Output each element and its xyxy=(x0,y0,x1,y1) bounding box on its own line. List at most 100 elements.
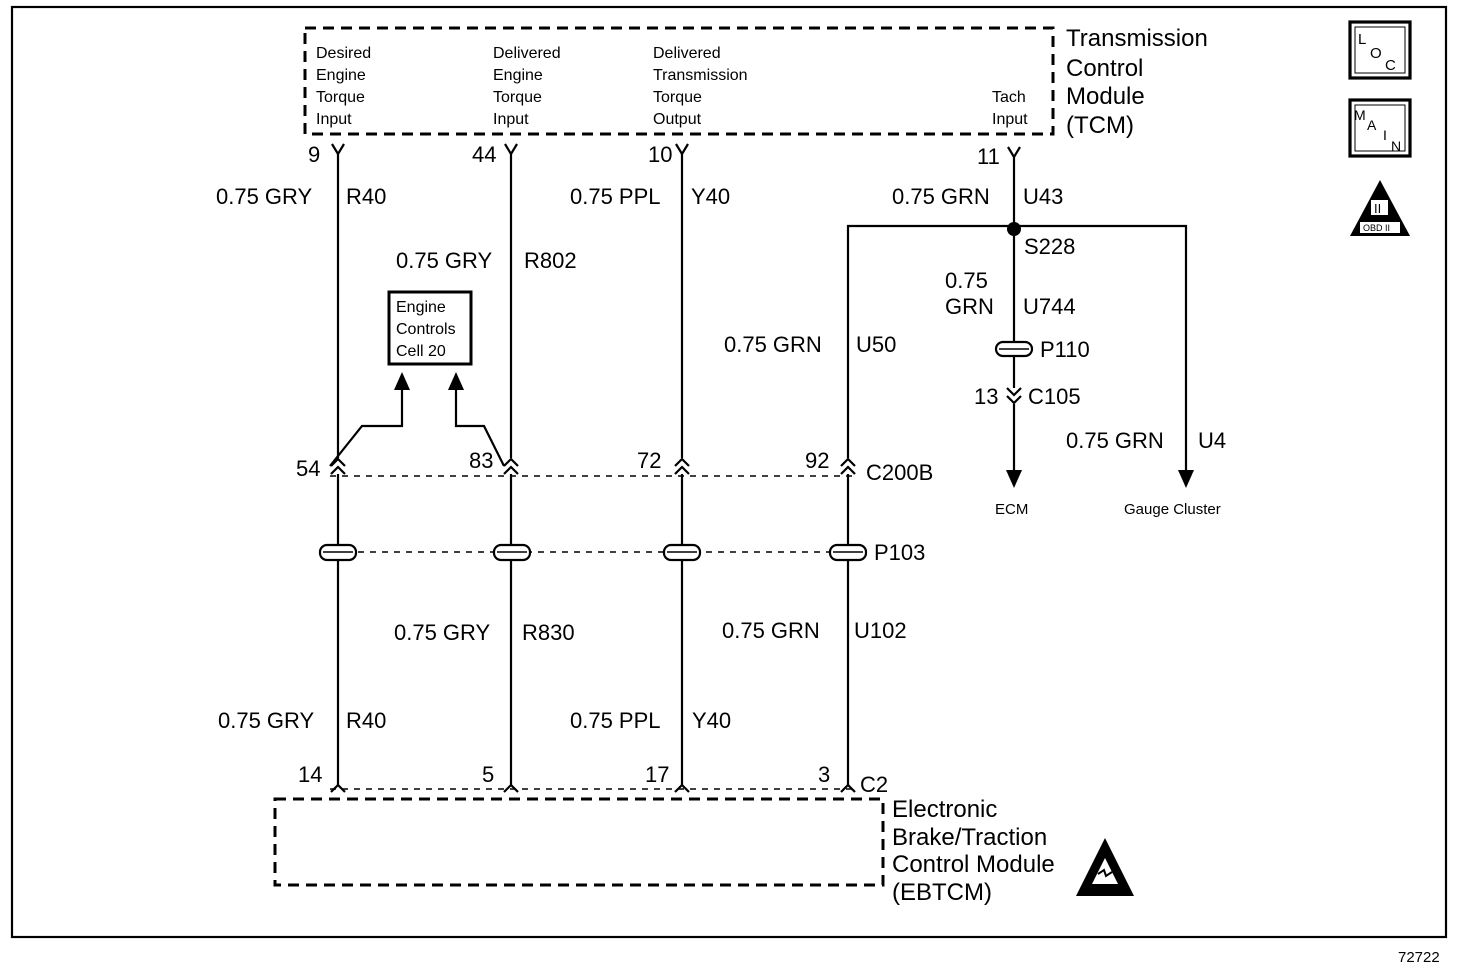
wire-u43-circuit: U43 xyxy=(1023,184,1063,209)
loc-letter: C xyxy=(1385,57,1396,74)
wire-y40-top-circuit: Y40 xyxy=(691,184,730,209)
c2-pin-14: 14 xyxy=(298,762,322,787)
c200b-chevrons xyxy=(330,457,856,475)
arrowheads xyxy=(394,372,1194,488)
c2-pin-5: 5 xyxy=(482,762,494,787)
p103-label: P103 xyxy=(874,540,925,565)
engine-controls-box xyxy=(387,290,473,366)
s228-label: S228 xyxy=(1024,234,1075,259)
tcm-input-delivered-engine: Delivered Engine Torque Input xyxy=(493,45,561,128)
p103-plugs xyxy=(318,543,868,562)
main-letter: M xyxy=(1354,107,1366,123)
input-label: Torque xyxy=(493,89,542,106)
esd-warning-icon xyxy=(1076,838,1134,896)
tcm-title-line-4: (TCM) xyxy=(1066,112,1134,139)
tcm-pin-9: 9 xyxy=(308,142,320,167)
wire-r802-circuit: R802 xyxy=(524,248,577,273)
gauge-cluster-label: Gauge Cluster xyxy=(1124,501,1221,518)
p110-label: P110 xyxy=(1040,337,1090,362)
main-letter: A xyxy=(1367,117,1377,133)
wire-u50-gauge: 0.75 GRN xyxy=(724,332,822,357)
tcm-title-line-2: Control xyxy=(1066,55,1143,82)
loc-letter: L xyxy=(1358,31,1366,48)
c105-label: C105 xyxy=(1028,384,1081,409)
tcm-pin-44: 44 xyxy=(472,142,496,167)
wire-r40-bot-circuit: R40 xyxy=(346,708,386,733)
wire-paths xyxy=(329,154,1188,786)
wire-u50-circuit: U50 xyxy=(856,332,896,357)
tcm-input-desired: Desired Engine Torque Input xyxy=(316,45,371,128)
arrow-up-icon xyxy=(448,372,464,390)
ebtcm-title-line-2: Brake/Traction xyxy=(892,824,1047,851)
tcm-terminals xyxy=(331,143,1021,160)
wire-u744-color: GRN xyxy=(945,294,994,319)
wire-y40-top-gauge: 0.75 PPL xyxy=(570,184,661,209)
wire-r40-bot-gauge: 0.75 GRY xyxy=(218,708,315,733)
input-label: Output xyxy=(653,111,702,128)
diagram-border xyxy=(10,5,1448,939)
engine-box-line-2: Controls xyxy=(396,321,456,338)
input-label: Input xyxy=(316,111,352,128)
obd-bottom-text: OBD II xyxy=(1363,223,1390,233)
tcm-box xyxy=(303,26,1055,136)
wire-u4-gauge: 0.75 GRN xyxy=(1066,428,1164,453)
wire-u744-circuit: U744 xyxy=(1023,294,1076,319)
p110-plug xyxy=(994,340,1034,358)
wire-u102-gauge: 0.75 GRN xyxy=(722,618,820,643)
ebtcm-title-line-1: Electronic xyxy=(892,796,997,823)
wire-u4-circuit: U4 xyxy=(1198,428,1226,453)
input-label: Input xyxy=(493,111,529,128)
input-label: Engine xyxy=(493,67,543,84)
tcm-input-tach: Tach Input xyxy=(992,89,1028,128)
c2-chevrons xyxy=(330,783,856,793)
c105-chevrons xyxy=(1006,387,1022,405)
loc-icon: L O C xyxy=(1348,20,1412,80)
arrow-up-icon xyxy=(394,372,410,390)
figure-number: 72722 xyxy=(1398,949,1440,966)
tcm-input-delivered-trans: Delivered Transmission Torque Output xyxy=(653,45,748,128)
wire-u102-circuit: U102 xyxy=(854,618,907,643)
obd-top-text: II xyxy=(1374,201,1381,216)
wire-y40-bot-circuit: Y40 xyxy=(692,708,731,733)
wire-u744-gauge: 0.75 xyxy=(945,268,988,293)
c200b-pin-54: 54 xyxy=(296,456,320,481)
engine-box-line-1: Engine xyxy=(396,299,446,316)
input-label: Desired xyxy=(316,45,371,62)
main-letter: N xyxy=(1391,138,1401,154)
wire-r830-gauge: 0.75 GRY xyxy=(394,620,491,645)
input-label: Delivered xyxy=(653,45,721,62)
arrow-down-icon xyxy=(1006,470,1022,488)
c105-pin-13: 13 xyxy=(974,384,998,409)
c200b-label: C200B xyxy=(866,460,933,485)
ecm-label: ECM xyxy=(995,501,1028,518)
engine-box-line-3: Cell 20 xyxy=(396,343,446,360)
tcm-title-line-1: Transmission xyxy=(1066,25,1208,52)
wire-r830-circuit: R830 xyxy=(522,620,575,645)
c200b-pin-72: 72 xyxy=(637,448,661,473)
obd-ii-icon: II OBD II xyxy=(1350,180,1410,236)
wire-r40-top-circuit: R40 xyxy=(346,184,386,209)
c200b-pin-83: 83 xyxy=(469,448,493,473)
wire-u43-gauge: 0.75 GRN xyxy=(892,184,990,209)
main-letter: I xyxy=(1383,127,1387,143)
c200b-pin-92: 92 xyxy=(805,448,829,473)
wire-r40-top-gauge: 0.75 GRY xyxy=(216,184,313,209)
input-label: Tach xyxy=(992,89,1026,106)
c2-label: C2 xyxy=(860,772,888,797)
ebtcm-title-line-4: (EBTCM) xyxy=(892,879,992,906)
wire-r802-gauge: 0.75 GRY xyxy=(396,248,493,273)
input-label: Torque xyxy=(316,89,365,106)
input-label: Torque xyxy=(653,89,702,106)
tcm-pin-10: 10 xyxy=(648,142,672,167)
c2-pin-3: 3 xyxy=(818,762,830,787)
tcm-pin-11: 11 xyxy=(977,144,1000,169)
splice-s228-dot xyxy=(1007,222,1021,236)
input-label: Transmission xyxy=(653,67,748,84)
ebtcm-box xyxy=(273,797,885,887)
c2-pin-17: 17 xyxy=(645,762,669,787)
arrow-down-icon xyxy=(1178,470,1194,488)
input-label: Input xyxy=(992,111,1028,128)
wire-y40-bot-gauge: 0.75 PPL xyxy=(570,708,661,733)
